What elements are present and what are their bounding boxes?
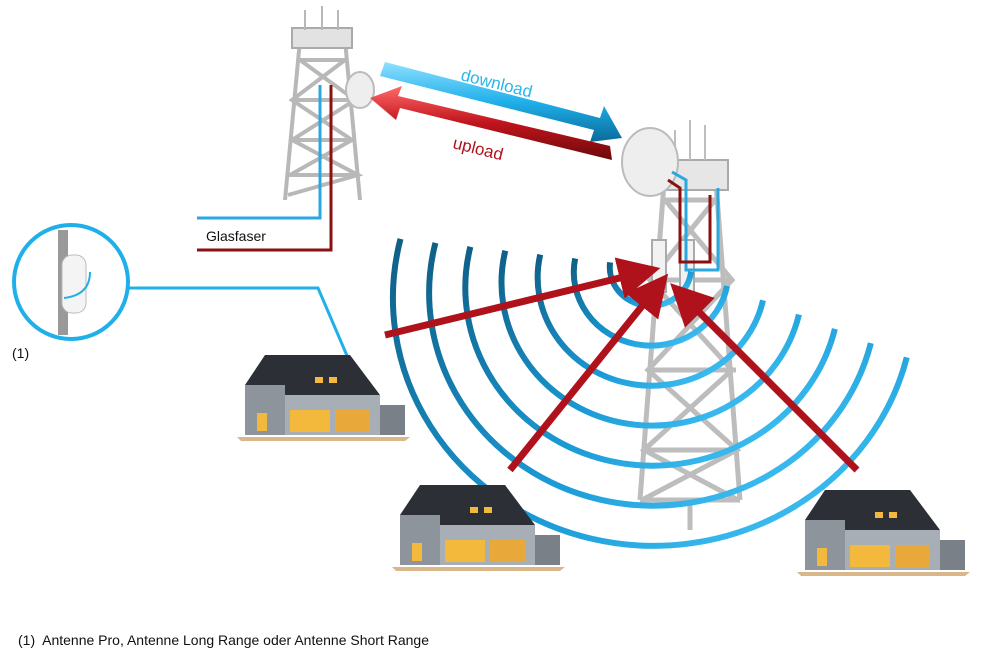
upload-label: upload <box>451 133 505 164</box>
footnote: (1) Antenne Pro, Antenne Long Range oder… <box>18 632 429 648</box>
fiber-line-blue <box>197 85 322 220</box>
fiber-line-red <box>667 178 712 264</box>
house-icon <box>797 490 970 576</box>
uplink-arrows <box>384 257 860 473</box>
tower-icon <box>283 6 364 201</box>
fiber-line-blue <box>671 170 720 272</box>
fiber-label: Glasfaser <box>206 228 266 244</box>
uplink-arrow-left <box>384 257 661 339</box>
uplink-arrow-right <box>670 283 860 473</box>
download-arrow <box>380 62 622 142</box>
fiber-line-red <box>197 85 333 252</box>
callout-marker: (1) <box>12 345 30 361</box>
radio-wave-icon <box>534 253 766 389</box>
house-icon <box>392 485 565 571</box>
dish-antenna-icon <box>345 71 375 109</box>
upload-arrow <box>370 86 612 160</box>
dish-antenna-icon <box>621 127 679 197</box>
house-icon <box>237 355 410 441</box>
uplink-arrow-bottom <box>507 273 669 473</box>
antenna-callout-icon <box>12 223 350 359</box>
